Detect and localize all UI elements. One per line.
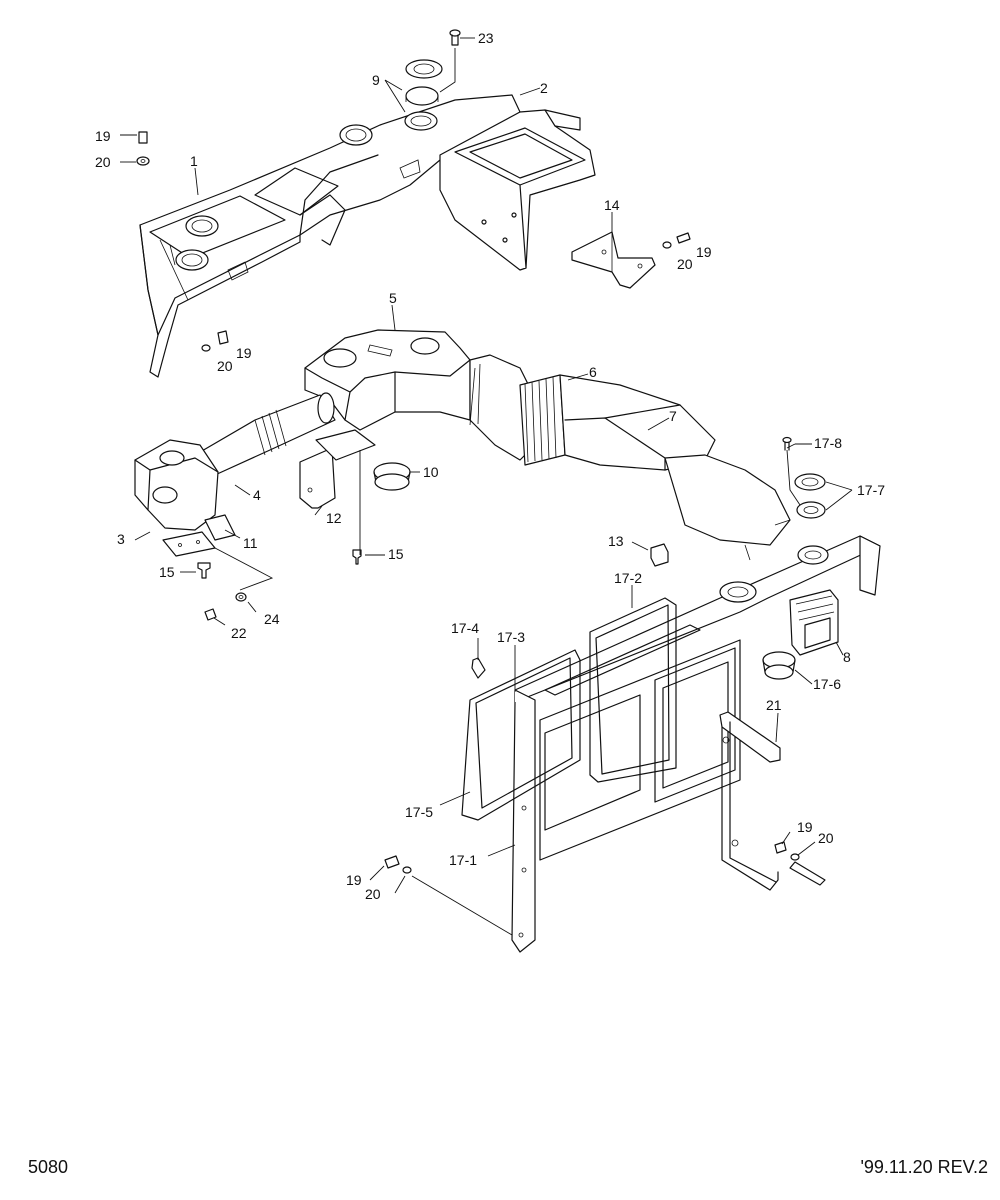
revision-date: '99.11.20 REV.2 xyxy=(860,1157,988,1177)
seal-part-17-5 xyxy=(461,649,581,821)
callout-22: 22 xyxy=(231,625,247,641)
callout-9: 9 xyxy=(372,72,380,88)
bracket-part-12 xyxy=(299,429,376,509)
screw-part-15-a xyxy=(197,562,211,579)
grommets-part-9 xyxy=(404,59,443,131)
callout-20: 20 xyxy=(365,886,381,902)
bolt-washer-set-c xyxy=(201,330,229,352)
block-part-13 xyxy=(650,543,669,567)
callout-19: 19 xyxy=(346,872,362,888)
callout-19: 19 xyxy=(236,345,252,361)
callout-6: 6 xyxy=(589,364,597,380)
duct-elbow-part-3 xyxy=(134,439,219,531)
frame-assembly-part-17-1 xyxy=(511,519,881,953)
grommet-part-10 xyxy=(373,462,411,491)
callout-labels: 23 9 2 19 20 1 14 19 20 19 20 5 6 7 4 10… xyxy=(95,30,885,902)
bracket-part-14 xyxy=(571,231,656,289)
callout-20: 20 xyxy=(818,830,834,846)
callout-17-5: 17-5 xyxy=(405,804,433,820)
bolt-washer-set-a xyxy=(136,131,150,166)
grommets-part-17-7 xyxy=(794,473,826,519)
callout-19: 19 xyxy=(696,244,712,260)
callout-20: 20 xyxy=(95,154,111,170)
callout-17-6: 17-6 xyxy=(813,676,841,692)
drawing-number: 5080 xyxy=(28,1157,69,1177)
duct-bellows-part-6 xyxy=(469,354,566,466)
callout-20: 20 xyxy=(217,358,233,374)
callout-3: 3 xyxy=(117,531,125,547)
callout-23: 23 xyxy=(478,30,494,46)
callout-11: 11 xyxy=(243,535,258,551)
duct-seal-part-8 xyxy=(789,589,839,656)
callout-24: 24 xyxy=(264,611,280,627)
callout-14: 14 xyxy=(604,197,620,213)
duct-cover-part-1 xyxy=(139,94,521,378)
callout-12: 12 xyxy=(326,510,342,526)
bracket-part-21 xyxy=(719,711,781,891)
callout-15: 15 xyxy=(159,564,175,580)
callout-19: 19 xyxy=(95,128,111,144)
leader-lines xyxy=(120,37,853,936)
duct-cover-part-2 xyxy=(439,109,596,271)
callout-17-7: 17-7 xyxy=(857,482,885,498)
screw-part-17-8 xyxy=(782,436,792,451)
callout-20: 20 xyxy=(677,256,693,272)
bracket-part-11 xyxy=(162,514,236,557)
callout-17-4: 17-4 xyxy=(451,620,479,636)
callout-1: 1 xyxy=(190,153,198,169)
callout-5: 5 xyxy=(389,290,397,306)
callout-15: 15 xyxy=(388,546,404,562)
callout-4: 4 xyxy=(253,487,261,503)
washer-part-24 xyxy=(235,592,247,602)
screw-part-15-b xyxy=(352,549,362,565)
callout-2: 2 xyxy=(540,80,548,96)
grommet-part-17-6 xyxy=(762,651,796,680)
callout-19: 19 xyxy=(797,819,813,835)
clip-part-17-4 xyxy=(471,657,486,679)
callout-7: 7 xyxy=(669,408,677,424)
bolt-washer-set-e xyxy=(774,841,826,886)
callout-17-3: 17-3 xyxy=(497,629,525,645)
callout-17-8: 17-8 xyxy=(814,435,842,451)
callout-17-2: 17-2 xyxy=(614,570,642,586)
callout-8: 8 xyxy=(843,649,851,665)
bolt-washer-set-d xyxy=(384,855,412,874)
callout-21: 21 xyxy=(766,697,782,713)
callout-10: 10 xyxy=(423,464,439,480)
bolt-washer-set-b xyxy=(662,232,691,249)
callout-13: 13 xyxy=(608,533,624,549)
callout-17-1: 17-1 xyxy=(449,852,477,868)
nut-part-22 xyxy=(204,608,217,621)
duct-elbow-part-5 xyxy=(304,329,471,431)
seal-part-17-2 xyxy=(589,597,677,783)
screw-part-23 xyxy=(449,29,461,46)
duct-straight-part-7 xyxy=(559,374,791,546)
